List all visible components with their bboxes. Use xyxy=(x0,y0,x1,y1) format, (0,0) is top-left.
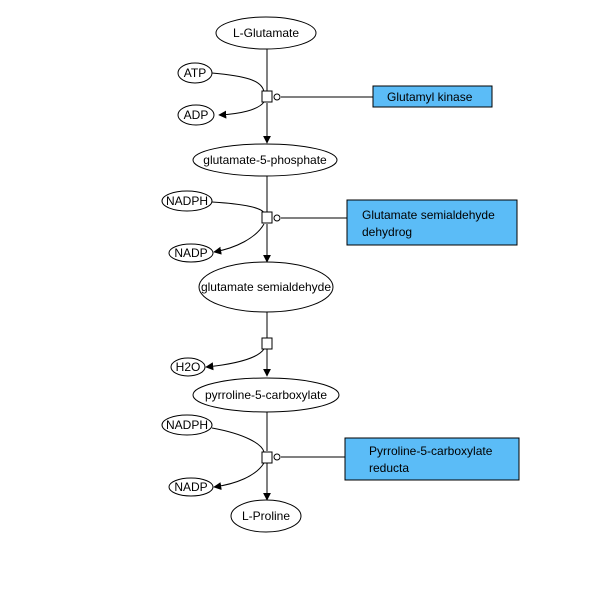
reaction-node-3[interactable] xyxy=(261,337,273,350)
label-h2o: H2O xyxy=(176,360,201,374)
label-glutamate-semialdehyde: glutamate semialdehyde xyxy=(201,280,331,294)
edge-atp-in xyxy=(211,72,265,93)
label-adp: ADP xyxy=(184,108,209,122)
label-l-glutamate: L-Glutamate xyxy=(233,26,299,40)
node-nadph-2[interactable]: NADPH xyxy=(161,414,213,436)
reaction-node-2[interactable] xyxy=(261,211,273,224)
label-glutamate-5-phosphate: glutamate-5-phosphate xyxy=(203,153,327,167)
label-l-proline: L-Proline xyxy=(242,509,290,523)
enzyme-glutamate-semialdehyde-dehydrog[interactable]: Glutamate semialdehyde dehydrog xyxy=(346,199,518,246)
label-nadp-2: NADP xyxy=(174,480,207,494)
label-dehydrog-line-1: Glutamate semialdehyde xyxy=(362,208,495,222)
node-l-glutamate[interactable]: L-Glutamate xyxy=(215,16,317,50)
edge-nadp1-out xyxy=(213,223,265,255)
label-dehydrog-line-2: dehydrog xyxy=(362,225,412,239)
edge-nadph2-in xyxy=(211,427,265,453)
edge-nadph1-in xyxy=(211,201,265,214)
label-atp: ATP xyxy=(184,66,206,80)
node-nadph-1[interactable]: NADPH xyxy=(161,190,213,212)
node-glutamate-semialdehyde[interactable]: glutamate semialdehyde xyxy=(198,261,334,313)
label-nadph-2: NADPH xyxy=(166,418,208,432)
modifier-port-4 xyxy=(273,453,281,461)
node-nadp-2[interactable]: NADP xyxy=(168,477,214,497)
edge-adp-out xyxy=(218,101,265,119)
reaction-node-1[interactable] xyxy=(261,90,273,103)
label-nadph-1: NADPH xyxy=(166,194,208,208)
enzyme-glutamyl-kinase[interactable]: Glutamyl kinase xyxy=(372,85,493,108)
node-h2o[interactable]: H2O xyxy=(170,357,206,377)
label-reducta-line-2: reducta xyxy=(369,461,409,475)
label-reducta-line-1: Pyrroline-5-carboxylate xyxy=(369,444,493,458)
enzyme-pyrroline-5-carboxylate-reducta[interactable]: Pyrroline-5-carboxylate reducta xyxy=(344,437,520,481)
node-l-proline[interactable]: L-Proline xyxy=(230,499,302,533)
modifier-port-1 xyxy=(273,93,281,101)
node-adp[interactable]: ADP xyxy=(177,104,215,126)
edge-h2o-out xyxy=(205,348,265,371)
edge-nadp2-out xyxy=(213,462,265,490)
node-nadp-1[interactable]: NADP xyxy=(168,243,214,263)
node-pyrroline-5-carboxylate[interactable]: pyrroline-5-carboxylate xyxy=(192,377,340,413)
label-pyrroline-5-carboxylate: pyrroline-5-carboxylate xyxy=(205,388,327,402)
label-glutamyl-kinase: Glutamyl kinase xyxy=(387,90,473,104)
node-atp[interactable]: ATP xyxy=(177,62,213,84)
node-glutamate-5-phosphate[interactable]: glutamate-5-phosphate xyxy=(192,143,338,177)
modifier-port-2 xyxy=(273,214,281,222)
reaction-node-4[interactable] xyxy=(261,451,273,464)
label-nadp-1: NADP xyxy=(174,246,207,260)
